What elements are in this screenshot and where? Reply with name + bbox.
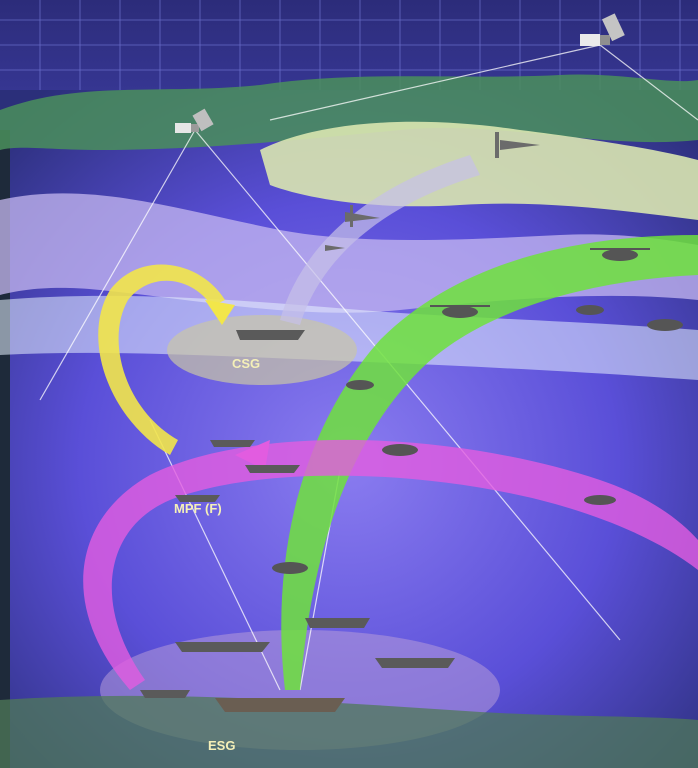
satellite-icon <box>175 108 214 133</box>
helicopter-icon <box>272 248 683 574</box>
air-transport-arc <box>280 155 480 325</box>
aircraft-icon <box>325 132 540 251</box>
left-edge-strip <box>0 130 10 768</box>
yellow-arrow <box>98 264 225 455</box>
yellow-arrow-head <box>205 300 235 325</box>
csg-label: CSG <box>232 356 260 371</box>
mpf-label: MPF (F) <box>174 501 222 516</box>
satellite-icon <box>580 13 625 46</box>
green-arrow <box>281 235 698 690</box>
csg-zone <box>167 315 357 385</box>
magenta-arrow-head <box>235 440 270 470</box>
ship-icon <box>140 330 455 698</box>
cloud-band-yellow <box>260 121 698 220</box>
bottom-band <box>0 695 698 768</box>
esg-label: ESG <box>208 738 235 753</box>
carrier-icon <box>215 698 345 712</box>
